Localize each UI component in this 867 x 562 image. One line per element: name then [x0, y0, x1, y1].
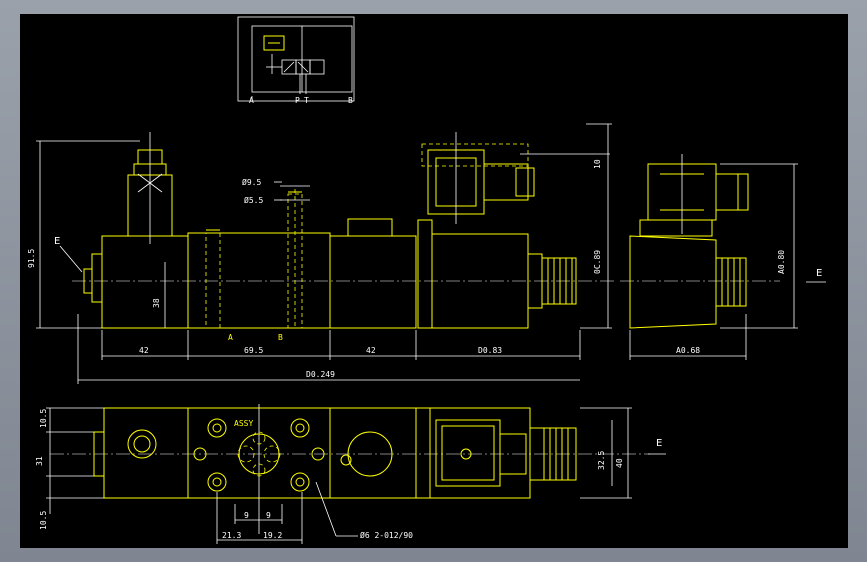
top-dim-right-b: 40	[615, 458, 624, 468]
top-view: ASSY 10.5 31 10.5 32.5 40 E	[35, 404, 666, 544]
front-view: Ø9.5 Ø5.5 A B 38 91.5	[27, 123, 615, 384]
front-view-e-label: E	[54, 236, 60, 247]
top-view-e-label: E	[656, 438, 662, 449]
side-dim-width: A0.68	[676, 346, 700, 355]
dim-total-width: D0.249	[306, 370, 335, 379]
schematic-port-t-label: T	[304, 96, 309, 105]
side-view-e-label: E	[816, 268, 822, 279]
top-dim-left-top: 10.5	[39, 409, 48, 428]
drawing-canvas: A P T B Ø9.5 Ø5.5 A B	[20, 14, 848, 548]
hydraulic-schematic: A P T B	[237, 16, 355, 105]
dim-width-4: D0.83	[478, 346, 502, 355]
top-view-mark: ASSY	[234, 419, 253, 428]
dim-bore-big: Ø9.5	[242, 177, 261, 187]
side-view: A0.80 A0.68 E	[620, 154, 826, 360]
front-port-a-label: A	[228, 333, 233, 342]
dim-plug-height: 10	[593, 159, 602, 169]
top-dim-left-mid: 31	[35, 456, 44, 466]
top-dim-right-a: 32.5	[597, 451, 606, 470]
front-port-b-label: B	[278, 333, 283, 342]
schematic-port-p-label: P	[295, 96, 300, 105]
side-dim-height: A0.80	[777, 250, 786, 274]
dim-center-height: 38	[152, 298, 161, 308]
cad-drawing: A P T B Ø9.5 Ø5.5 A B	[27, 16, 826, 544]
dim-bore-small: Ø5.5	[244, 195, 263, 205]
top-dim-p2: 9	[266, 511, 271, 520]
top-dim-left-bot: 10.5	[39, 511, 48, 530]
dim-width-2: 69.5	[244, 346, 263, 355]
top-dim-b2: 19.2	[263, 531, 282, 540]
top-dim-p1: 9	[244, 511, 249, 520]
dim-total-height: 91.5	[27, 249, 36, 268]
top-dim-b1: 21.3	[222, 531, 241, 540]
schematic-port-b-label: B	[348, 96, 353, 105]
schematic-port-a-label: A	[249, 96, 254, 105]
dim-solenoid-height: 0C.89	[593, 250, 602, 274]
dim-width-3: 42	[366, 346, 376, 355]
top-view-callout: Ø6 2-012/90	[360, 530, 413, 540]
dim-width-1: 42	[139, 346, 149, 355]
